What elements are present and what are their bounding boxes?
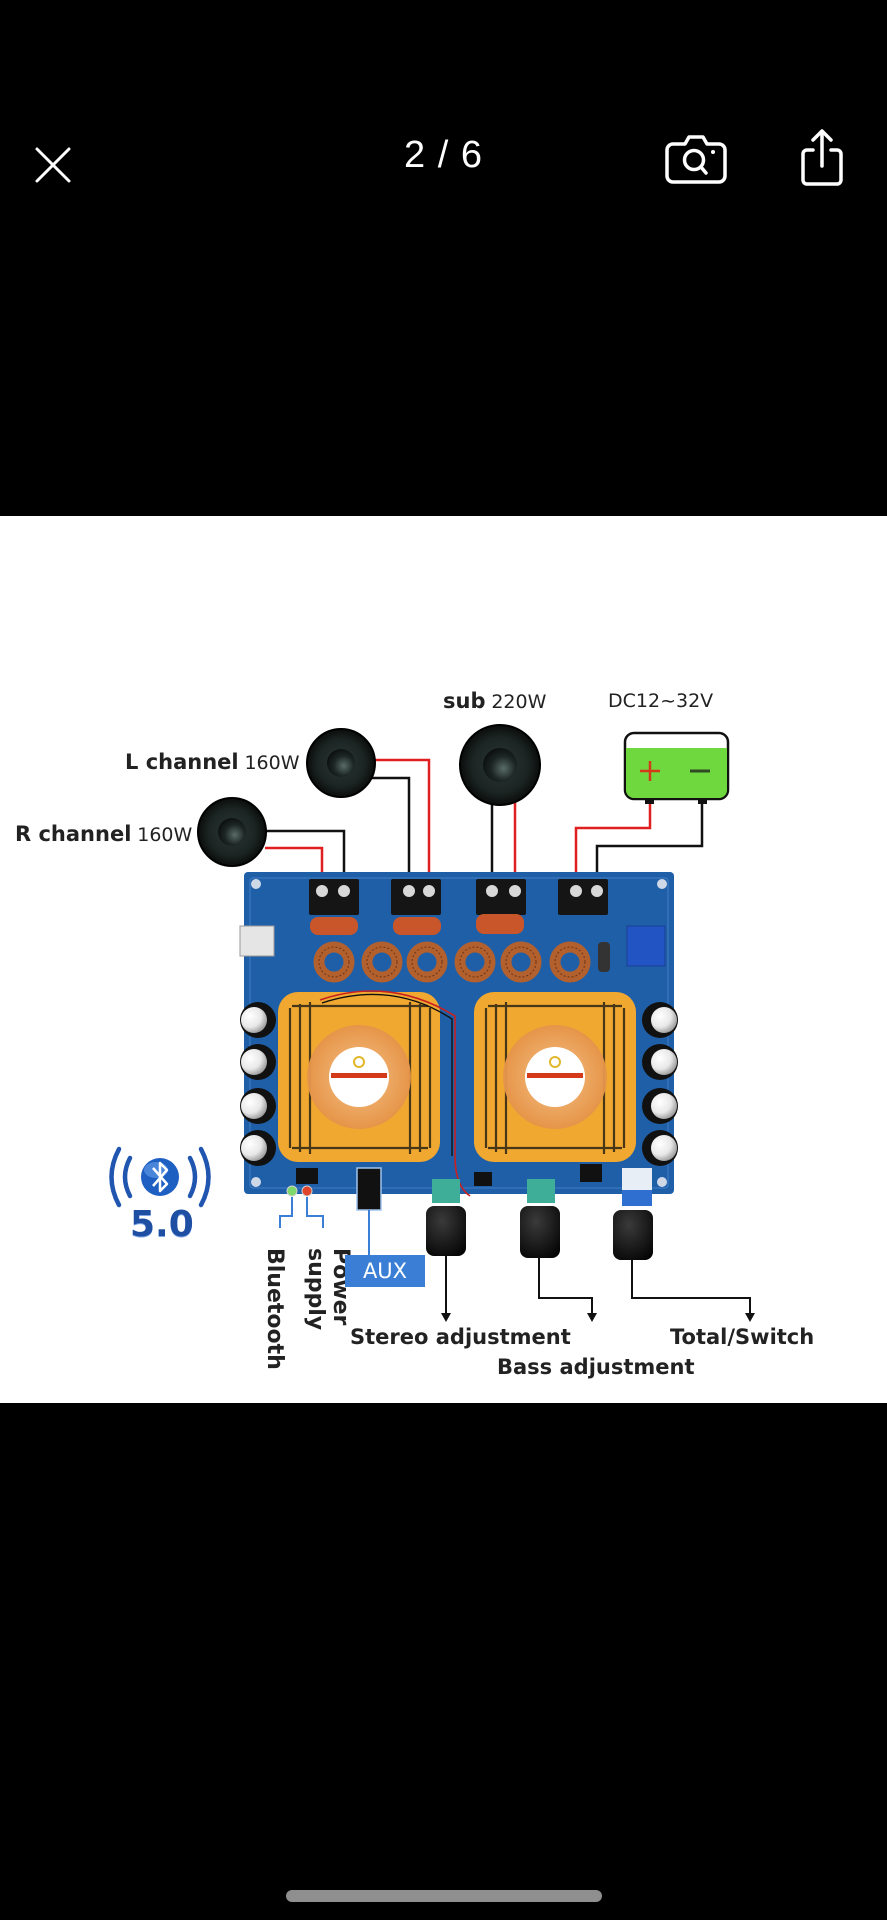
speaker-power: 160W <box>137 824 193 846</box>
speaker-name: L channel <box>125 750 239 774</box>
viewer-top-bar: 2 / 6 <box>0 0 887 320</box>
image-counter: 2 / 6 <box>404 134 483 176</box>
wiring-diagram <box>109 724 755 1322</box>
speaker-l-channel <box>306 728 376 798</box>
bass-adjustment-label: Bass adjustment <box>497 1355 695 1379</box>
power-supply-label: DC12~32V <box>608 690 714 712</box>
speaker-wires <box>265 758 704 882</box>
close-button[interactable] <box>28 140 78 190</box>
bluetooth-icon <box>109 1146 211 1208</box>
knob-bass <box>520 1206 560 1258</box>
product-image[interactable]: L channel 160W R channel 160W sub 220W D… <box>0 516 887 1403</box>
speaker-name: sub <box>443 689 486 713</box>
amplifier-board <box>239 872 678 1211</box>
heatsink-left <box>278 992 440 1162</box>
aux-label: AUX <box>345 1255 425 1287</box>
speaker-power: 220W <box>491 691 547 713</box>
knob-stereo <box>426 1206 466 1256</box>
knob-total <box>613 1210 653 1260</box>
knob-callouts <box>445 1256 751 1316</box>
speaker-label-l-channel: L channel 160W <box>125 750 300 775</box>
bluetooth-version: 5.0 <box>130 1204 194 1245</box>
total-switch-label: Total/Switch <box>670 1325 815 1349</box>
speaker-r-channel <box>197 797 267 867</box>
home-indicator[interactable] <box>286 1890 602 1902</box>
speaker-sub <box>459 724 541 806</box>
speaker-power: 160W <box>244 752 300 774</box>
speaker-label-r-channel: R channel 160W <box>15 822 192 847</box>
indicator-callouts <box>279 1197 370 1256</box>
stereo-adjustment-label: Stereo adjustment <box>350 1325 571 1349</box>
bluetooth-indicator-label: Bluetooth <box>262 1248 287 1370</box>
battery-icon <box>623 731 730 804</box>
speaker-label-sub: sub 220W <box>443 689 546 714</box>
close-icon <box>35 147 71 183</box>
heatsink-right <box>474 992 636 1162</box>
visual-search-button[interactable] <box>660 126 732 190</box>
speaker-name: R channel <box>15 822 132 846</box>
camera-search-icon <box>665 135 727 184</box>
share-icon <box>801 129 843 186</box>
share-button[interactable] <box>792 122 852 194</box>
